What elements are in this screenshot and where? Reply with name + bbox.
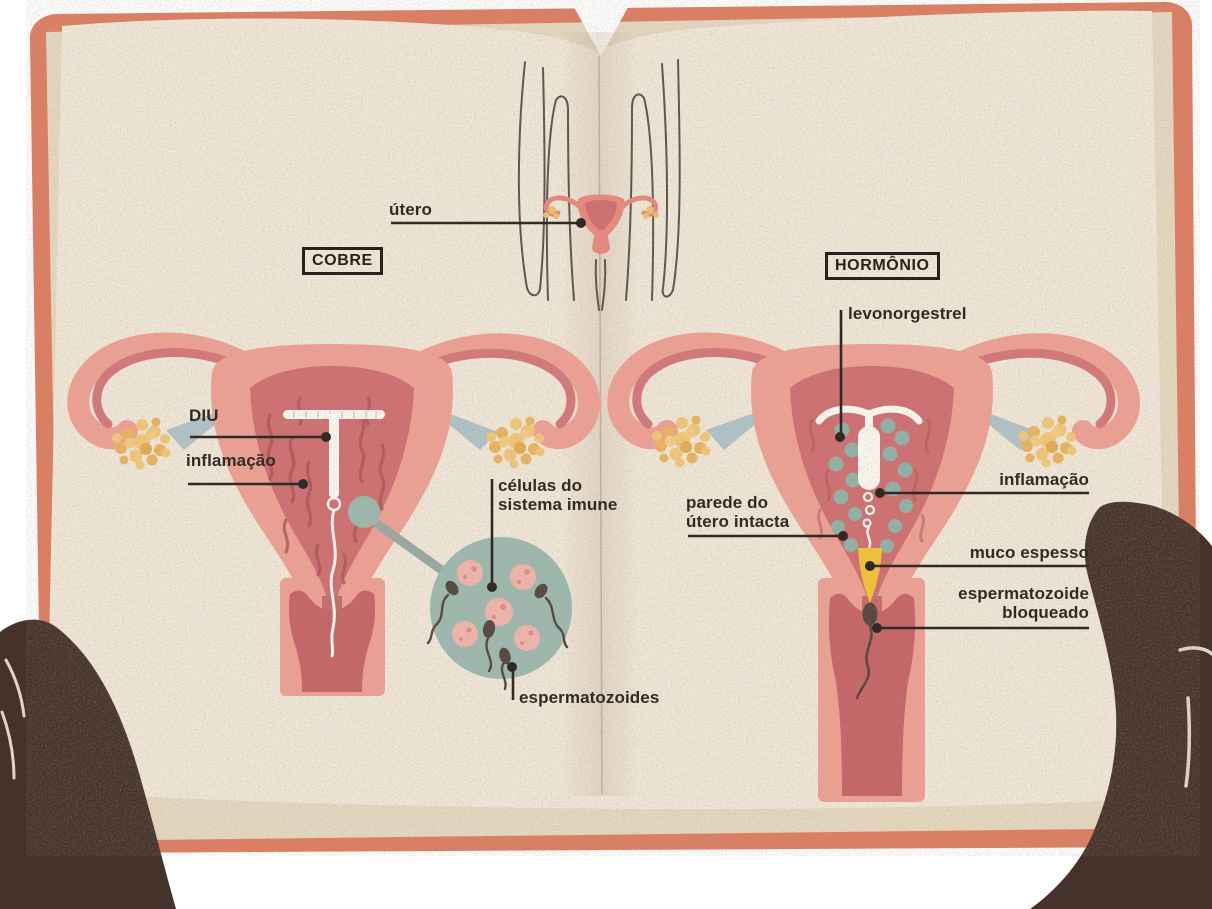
left-hand-finger-crease2 <box>0 710 16 780</box>
parede-leader-dot <box>838 531 848 541</box>
espermatozoide-bloqueado-leader-dot <box>872 623 882 633</box>
left-hand-finger-crease <box>4 658 26 718</box>
espermatozoides-label: espermatozoides <box>519 688 660 707</box>
diu-leader-dot <box>321 432 331 442</box>
diu-label: DIU <box>189 406 219 425</box>
inflamacao-left-label: inflamação <box>186 451 276 470</box>
inflamacao-left-leader-dot <box>298 479 308 489</box>
inflamacao-right-leader-dot <box>875 488 885 498</box>
paper-grain <box>26 0 1200 856</box>
hormonal-title: HORMÔNIO <box>825 252 940 280</box>
levonorgestrel-leader-dot <box>835 432 845 442</box>
muco-leader-dot <box>865 561 875 571</box>
utero-label: útero <box>389 200 432 219</box>
espermatozoide-bloqueado-label: espermatozoide bloqueado <box>958 584 1089 622</box>
copper-title: COBRE <box>302 247 383 275</box>
celulas-leader-dot <box>487 582 497 592</box>
inflamacao-right-label: inflamação <box>999 470 1089 489</box>
parede-label: parede do útero intacta <box>686 493 790 531</box>
utero-leader-dot <box>576 218 586 228</box>
levonorgestrel-label: levonorgestrel <box>848 304 967 323</box>
leader-lines <box>188 218 1089 700</box>
muco-espesso-label: muco espesso <box>969 543 1089 562</box>
celulas-label: células do sistema imune <box>498 476 618 514</box>
espermatozoides-leader-dot <box>507 662 517 672</box>
